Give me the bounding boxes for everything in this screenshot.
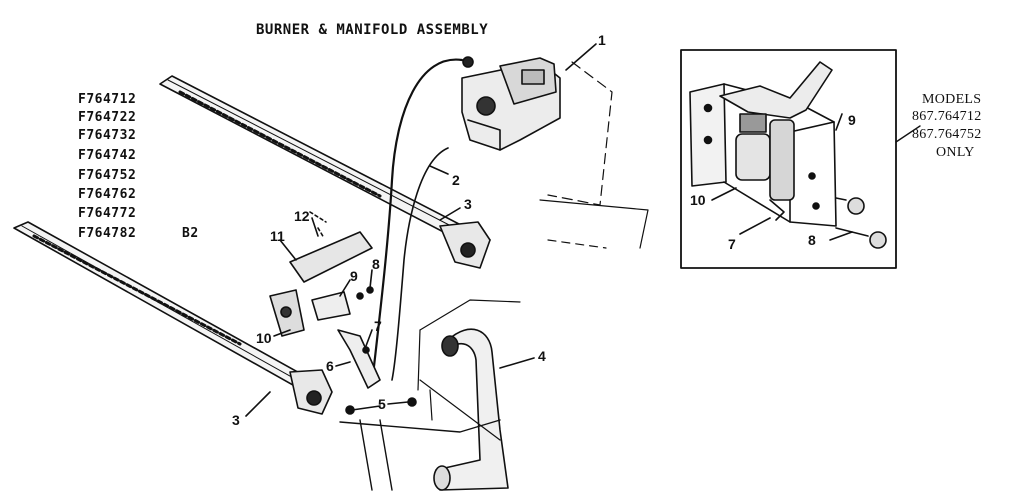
inset-note-line: MODELS [922, 92, 982, 107]
callout-2: 2 [452, 172, 460, 188]
inset-callout-10: 10 [690, 192, 706, 208]
pilot-bracket [337, 329, 381, 389]
upper-burner-tube [159, 75, 491, 269]
model-number: F764772 [78, 206, 137, 221]
model-number: F764732 [78, 128, 137, 143]
model-number: F764722 [78, 110, 137, 125]
inset-note-line: 867.764752 [912, 127, 982, 142]
inset-callout-8: 8 [808, 232, 816, 248]
callout-7: 7 [374, 318, 382, 334]
manifold-pipe [433, 328, 509, 491]
lower-burner-tube [13, 221, 333, 415]
callout-1: 1 [598, 32, 606, 48]
callout-12: 12 [294, 208, 310, 224]
pilot-assembly [269, 289, 305, 337]
callout-9: 9 [350, 268, 358, 284]
inset-callout-9: 9 [848, 112, 856, 128]
callout-4: 4 [538, 348, 546, 364]
model-number: F764752 [78, 168, 137, 183]
pilot-shield [289, 231, 373, 283]
screw [407, 397, 417, 407]
callout-11: 11 [270, 228, 285, 244]
model-number: F764762 [78, 187, 137, 202]
inset-callout-7: 7 [728, 236, 736, 252]
model-number: F764712 [78, 92, 137, 107]
callout-5: 5 [378, 396, 386, 412]
gas-line-tube [370, 58, 464, 386]
callout-6: 6 [326, 358, 334, 374]
model-number: F764742 [78, 148, 137, 163]
callout-3: 3 [464, 196, 472, 212]
gas-valve [461, 56, 561, 151]
callout-10: 10 [256, 330, 272, 346]
model-number: F764782 [78, 226, 137, 241]
mounting-plate [311, 291, 351, 321]
inset-frame [680, 49, 897, 269]
inset-pilot-detail [689, 61, 887, 249]
model-suffix: B2 [182, 226, 199, 241]
inset-note-line: 867.764712 [912, 109, 982, 124]
callout-8: 8 [372, 256, 380, 272]
callout-3: 3 [232, 412, 240, 428]
thermocouple-tube [391, 147, 449, 381]
inset-note-line: ONLY [936, 145, 975, 160]
diagram-title: BURNER & MANIFOLD ASSEMBLY [256, 22, 489, 38]
